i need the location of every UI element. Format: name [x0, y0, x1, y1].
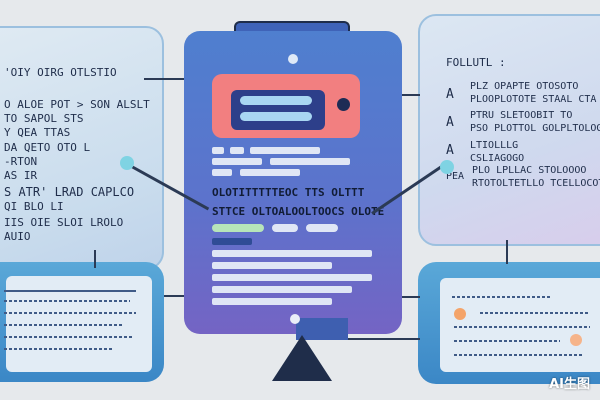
right-top-info-card: [418, 14, 600, 246]
tablet-headline: STTCE OLTOALOOLTOOCS OLOTE: [212, 205, 385, 218]
right-card-item-line: PSO PLOTTOL GOLPLTOLOGO: [470, 123, 600, 134]
orange-dot-icon: [454, 308, 466, 320]
left-card-line: S ATR' LRAD CAPLCO: [4, 185, 135, 199]
left-card-line: Y QEA TTAS: [4, 126, 71, 139]
pointer-node-icon: [440, 160, 454, 174]
left-top-info-card: [0, 26, 164, 270]
right-card-title: FOLLUTL :: [446, 56, 506, 69]
hero-pill: [240, 96, 312, 105]
text-line-placeholder: [4, 312, 136, 314]
right-card-item-line: PLZ OPAPTE OTOSOTO: [470, 81, 579, 92]
tablet-camera-dot: [288, 54, 298, 64]
text-line-placeholder: [4, 324, 124, 326]
tablet-bar: [212, 147, 224, 154]
watermark: AI生图: [549, 377, 590, 392]
text-line-placeholder: [454, 326, 590, 328]
right-card-item-line: LTIOLLLG: [470, 140, 519, 151]
text-line-placeholder: [4, 300, 130, 302]
right-card-item-line: PLO LPLLAC STOLOOOO: [472, 165, 587, 176]
left-card-line: QI BLO LI: [4, 200, 64, 213]
tablet-green-pill: [212, 224, 264, 232]
stand-dot: [290, 314, 300, 324]
connector-line: [506, 240, 508, 264]
tablet-bar: [212, 238, 252, 245]
left-card-line: DA QETO OTO L: [4, 141, 91, 154]
tablet-bar: [240, 169, 300, 176]
text-line-placeholder: [4, 336, 134, 338]
connector-line: [94, 250, 96, 268]
text-line-placeholder: [454, 340, 560, 342]
connector-line: [328, 338, 420, 340]
tablet-headline: OLOTITTTTTEOC TTS OLTTT: [212, 186, 365, 199]
connector-line: [164, 295, 186, 297]
tablet-bar: [212, 274, 372, 281]
left-bottom-card: [0, 262, 164, 382]
orange-dot-icon: [570, 334, 582, 346]
right-card-item-line: PTRU SLETOOBIT TO: [470, 110, 573, 121]
tablet-bar: [250, 147, 320, 154]
left-card-line: TO SAPOL STS: [4, 112, 84, 125]
left-card-line: AUIO: [4, 230, 31, 243]
left-card-line: AS IR: [4, 169, 38, 182]
left-card-line: 'OIY OIRG OTLSTIO: [4, 66, 117, 79]
text-line-placeholder: [4, 290, 136, 292]
pointer-node-icon: [120, 156, 134, 170]
tablet-bar: [212, 158, 262, 165]
right-card-item-line: RTOTOLTETLLO TCELLOCOTOO: [472, 178, 600, 189]
tablet-stand: [272, 335, 332, 381]
tablet-bar: [230, 147, 244, 154]
tablet-pill: [306, 224, 338, 232]
hero-dot-icon: [337, 98, 350, 111]
right-card-item-line: PLOOPLOTOTE STAAL CTA: [470, 94, 597, 105]
tablet-bar: [212, 298, 332, 305]
hero-pill: [240, 112, 312, 121]
text-line-placeholder: [480, 312, 590, 314]
right-card-item-line: CSLIAGOGO: [470, 153, 525, 164]
connector-line: [400, 296, 420, 298]
triangle-icon: A: [446, 143, 454, 158]
right-bottom-card: [418, 262, 600, 384]
tablet-bar: [212, 262, 332, 269]
triangle-icon: A: [446, 87, 454, 102]
text-line-placeholder: [452, 296, 552, 298]
right-bottom-card-panel: [440, 278, 600, 372]
tablet-bar: [212, 169, 232, 176]
text-line-placeholder: [454, 354, 582, 356]
connector-line: [400, 94, 420, 96]
left-card-line: O ALOE POT > SON ALSLT: [4, 98, 150, 111]
text-line-placeholder: [4, 348, 114, 350]
connector-line: [144, 78, 186, 80]
tablet-pill: [272, 224, 298, 232]
left-card-line: IIS OIE SLOI LROLO: [4, 216, 124, 229]
tablet-bar: [212, 250, 372, 257]
tablet-bar: [212, 286, 352, 293]
stand-plate: [296, 318, 348, 340]
right-card-item-glyph: PEA: [446, 171, 465, 182]
left-card-line: -RTON: [4, 155, 38, 168]
triangle-icon: A: [446, 115, 454, 130]
tablet-bar: [270, 158, 350, 165]
